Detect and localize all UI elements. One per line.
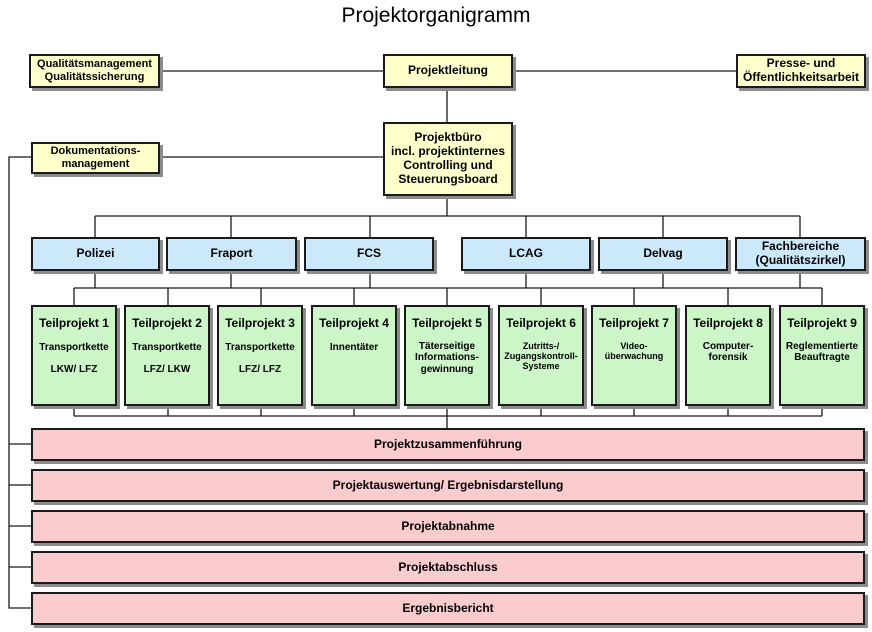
phase-label: Projektauswertung/ Ergebnisdarstellung: [332, 477, 564, 492]
subproject-desc: Täterseitige: [418, 340, 476, 352]
project-office-line3: Controlling und: [403, 158, 493, 172]
subproject-name: Teilprojekt 2: [132, 316, 202, 330]
quality-management-line1: Qualitätsmanagement: [37, 58, 152, 71]
project-lead-box: Projektleitung: [383, 54, 513, 88]
project-lead-label: Projektleitung: [407, 63, 488, 78]
subproject-name: Teilprojekt 7: [599, 316, 669, 330]
partner-label: Delvag: [643, 246, 683, 261]
subproject-2: Teilprojekt 2 Transportkette LFZ/ LKW: [124, 305, 210, 406]
press-line1: Presse- und: [766, 56, 836, 71]
subproject-1: Teilprojekt 1 Transportkette LKW/ LFZ: [31, 305, 117, 406]
subproject-desc2: LFZ/ LKW: [143, 364, 191, 376]
partner-label: FCS: [357, 246, 381, 261]
quality-management-box: Qualitätsmanagement Qualitätssicherung: [29, 54, 160, 88]
phase-project-merge: Projektzusammenführung: [31, 428, 865, 461]
subproject-desc2: LKW/ LFZ: [50, 364, 98, 376]
project-office-line2: incl. projektinternes: [390, 144, 506, 159]
subproject-desc: Transportkette: [225, 341, 295, 353]
subproject-desc: Innentäter: [329, 341, 379, 353]
subproject-9: Teilprojekt 9 Reglementierte Beauftragte: [779, 305, 865, 406]
subproject-desc: Zutritts-/: [522, 340, 560, 351]
partner-delvag: Delvag: [598, 237, 728, 271]
subproject-6: Teilprojekt 6 Zutritts-/ Zugangskontroll…: [498, 305, 584, 406]
phase-label: Projektabschluss: [398, 559, 498, 574]
phase-label: Projektabnahme: [401, 518, 495, 533]
project-office-line1: Projektbüro: [414, 130, 482, 145]
partner-polizei: Polizei: [31, 237, 160, 271]
subproject-name: Teilprojekt 5: [412, 316, 482, 330]
partner-fcs: FCS: [304, 237, 434, 271]
subproject-name: Teilprojekt 1: [39, 316, 109, 330]
phase-project-evaluation: Projektauswertung/ Ergebnisdarstellung: [31, 469, 865, 502]
subproject-desc2: Informations-: [415, 352, 479, 364]
press-line2: Öffentlichkeitsarbeit: [742, 70, 860, 84]
subproject-8: Teilprojekt 8 Computer- forensik: [685, 305, 771, 406]
partner-label: Polizei: [76, 246, 115, 261]
phase-label: Projektzusammenführung: [373, 436, 523, 451]
subproject-desc: Transportkette: [132, 341, 202, 353]
subproject-desc2: LFZ/ LFZ: [238, 364, 282, 376]
subproject-desc2: forensik: [708, 352, 748, 364]
press-box: Presse- und Öffentlichkeitsarbeit: [736, 54, 866, 88]
partner-label: Fachbereiche: [761, 239, 840, 254]
subproject-desc3: Systeme: [522, 361, 560, 372]
subproject-4: Teilprojekt 4 Innentäter: [311, 305, 397, 406]
partner-lcag: LCAG: [461, 237, 591, 271]
subproject-desc3: gewinnung: [420, 363, 474, 375]
quality-management-line2: Qualitätssicherung: [44, 71, 145, 83]
partner-label: LCAG: [509, 246, 543, 261]
subproject-7: Teilprojekt 7 Video- überwachung: [591, 305, 677, 406]
subproject-name: Teilprojekt 8: [693, 316, 763, 330]
subproject-name: Teilprojekt 9: [787, 316, 857, 330]
subproject-desc2: Beauftragte: [794, 352, 850, 364]
subproject-5: Teilprojekt 5 Täterseitige Informations-…: [404, 305, 490, 406]
partner-fraport: Fraport: [166, 237, 297, 271]
subproject-desc2: überwachung: [604, 351, 664, 362]
page-title: Projektorganigramm: [341, 4, 531, 27]
project-office-line4: Steuerungsboard: [398, 171, 498, 186]
partner-label-sub: (Qualitätszirkel): [755, 253, 846, 267]
subproject-desc: Reglementierte: [785, 340, 859, 352]
documentation-box: Dokumentations- management: [31, 142, 160, 174]
subproject-desc: Video-: [620, 340, 648, 351]
subproject-desc: Transportkette: [39, 341, 109, 353]
subproject-name: Teilprojekt 4: [319, 316, 389, 330]
documentation-line2: management: [61, 158, 130, 170]
project-office-box: Projektbüro incl. projektinternes Contro…: [383, 122, 513, 196]
partner-label: Fraport: [210, 246, 253, 261]
partner-fachbereiche: Fachbereiche (Qualitätszirkel): [735, 237, 866, 271]
subproject-name: Teilprojekt 6: [506, 316, 576, 330]
phase-label: Ergebnisbericht: [402, 600, 494, 615]
subproject-name: Teilprojekt 3: [225, 316, 295, 330]
phase-project-acceptance: Projektabnahme: [31, 510, 865, 543]
subproject-desc2: Zugangskontroll-: [504, 351, 578, 362]
documentation-line1: Dokumentations-: [50, 145, 141, 158]
phase-project-closure: Projektabschluss: [31, 551, 865, 584]
subproject-desc: Computer-: [702, 340, 754, 352]
subproject-3: Teilprojekt 3 Transportkette LFZ/ LFZ: [217, 305, 303, 406]
phase-result-report: Ergebnisbericht: [31, 592, 865, 625]
